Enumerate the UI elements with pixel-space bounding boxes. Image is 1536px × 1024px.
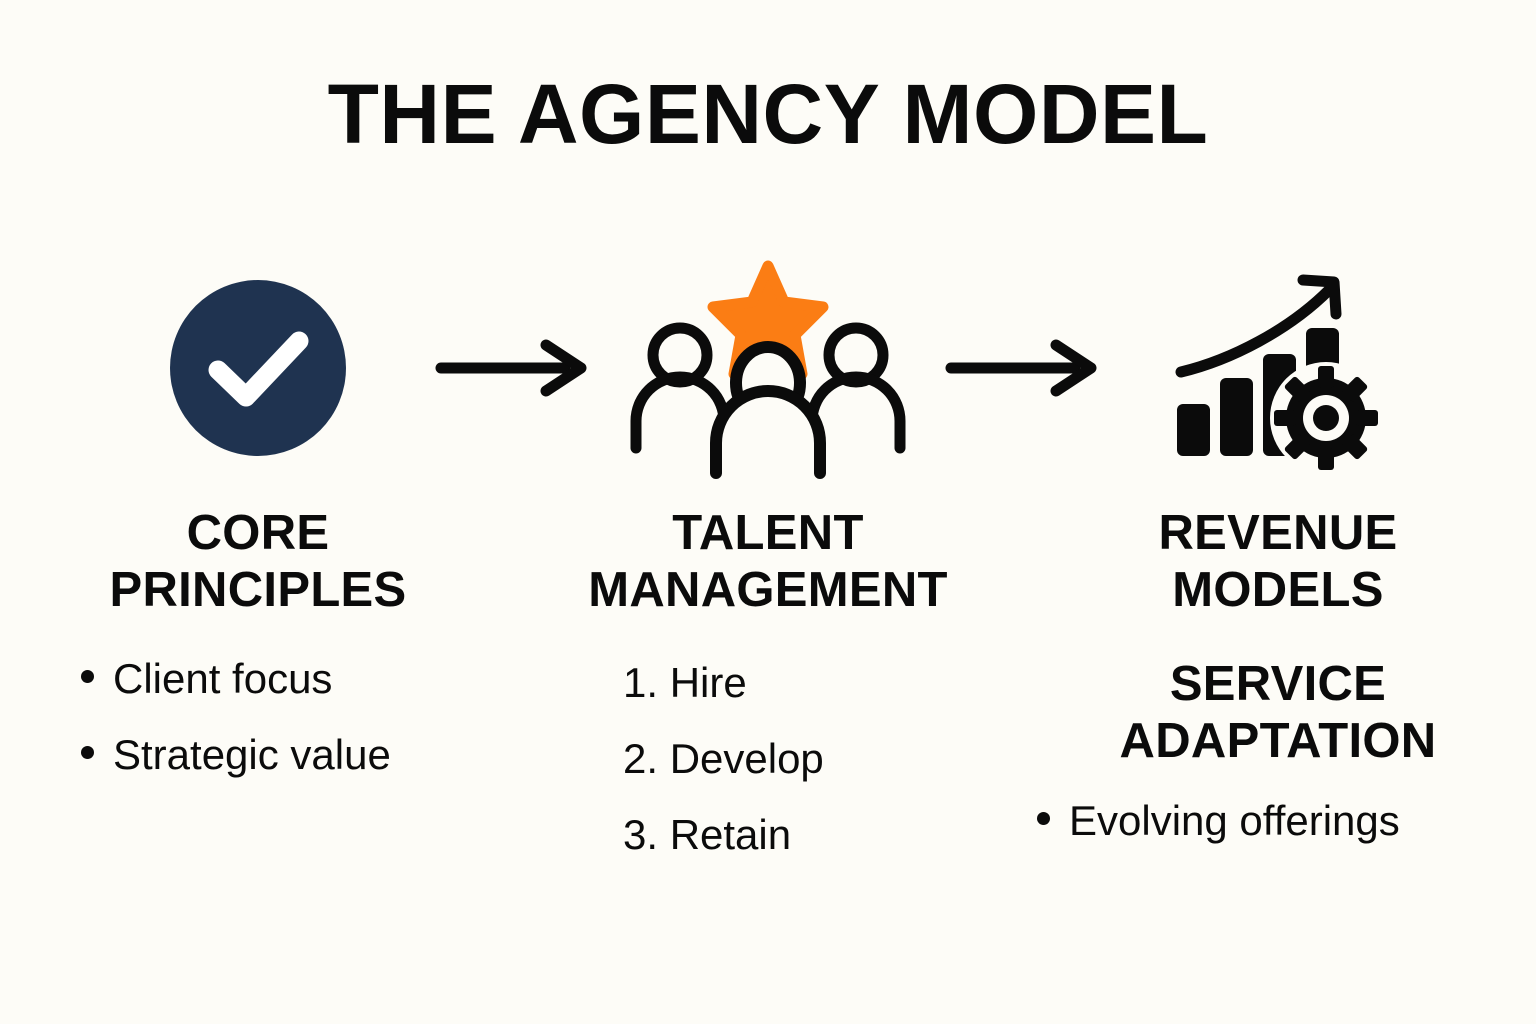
heading-line-1: REVENUE [1158,506,1398,560]
bullet-list-service-adaptation: Evolving offerings [1037,800,1533,842]
people-group-star-icon [630,260,906,479]
list-item-label: Evolving offerings [1069,797,1400,845]
arrow-right-icon [435,339,587,397]
heading-line-1: CORE [186,506,330,560]
arrow-2 [933,258,1113,478]
step-1-icon [93,258,423,478]
heading-line-2: MANAGEMENT [588,563,948,618]
heading-line-2: PRINCIPLES [109,563,407,618]
bullet-dot-icon [81,745,94,759]
bullet-dot-icon [1037,812,1050,826]
step-3-icon [1113,258,1443,478]
list-item: Strategic value [81,730,513,778]
bullet-dot-icon [81,669,94,683]
numbered-list-talent-management: 1. Hire 2. Develop 3. Retain [623,658,1023,858]
arrow-right-icon [945,339,1097,397]
gear-icon [1269,362,1382,474]
list-item: Evolving offerings [1037,800,1533,842]
heading-line-1: TALENT [672,506,864,560]
column-body-revenue-models: Evolving offerings [1023,800,1533,842]
column-revenue-models: REVENUE MODELS SERVICE ADAPTATION Evolvi… [1023,505,1533,925]
list-item-label: Client focus [113,654,333,702]
column-heading-talent-management: TALENT MANAGEMENT [513,505,1023,620]
column-talent-management: TALENT MANAGEMENT 1. Hire 2. Develop 3. … [513,505,1023,925]
column-subheading-service-adaptation: SERVICE ADAPTATION [1023,656,1533,771]
growth-chart-gear-icon [1175,274,1382,474]
columns-row: CORE PRINCIPLES Client focus Strategic v… [0,505,1536,925]
list-item: 3. Retain [623,810,792,858]
column-body-core-principles: Client focus Strategic value [3,654,513,778]
column-heading-core-principles: CORE PRINCIPLES [3,505,513,620]
arrow-1 [423,258,603,478]
column-heading-revenue-models: REVENUE MODELS [1023,505,1533,620]
list-item: 1. Hire [623,658,747,706]
subheading-line-1: SERVICE [1169,656,1387,711]
step-2-icon [603,258,933,479]
page-title: THE AGENCY MODEL [327,67,1209,161]
process-icon-row [0,258,1536,479]
list-item-label: Strategic value [113,730,391,778]
column-core-principles: CORE PRINCIPLES Client focus Strategic v… [3,505,513,925]
bullet-list-core-principles: Client focus Strategic value [81,654,513,778]
column-body-talent-management: 1. Hire 2. Develop 3. Retain [513,658,1023,858]
check-circle-icon [170,280,346,456]
list-item: 2. Develop [623,734,824,782]
heading-line-2: MODELS [1172,563,1384,618]
list-item: Client focus [81,654,513,702]
subheading-line-2: ADAPTATION [1119,713,1437,768]
